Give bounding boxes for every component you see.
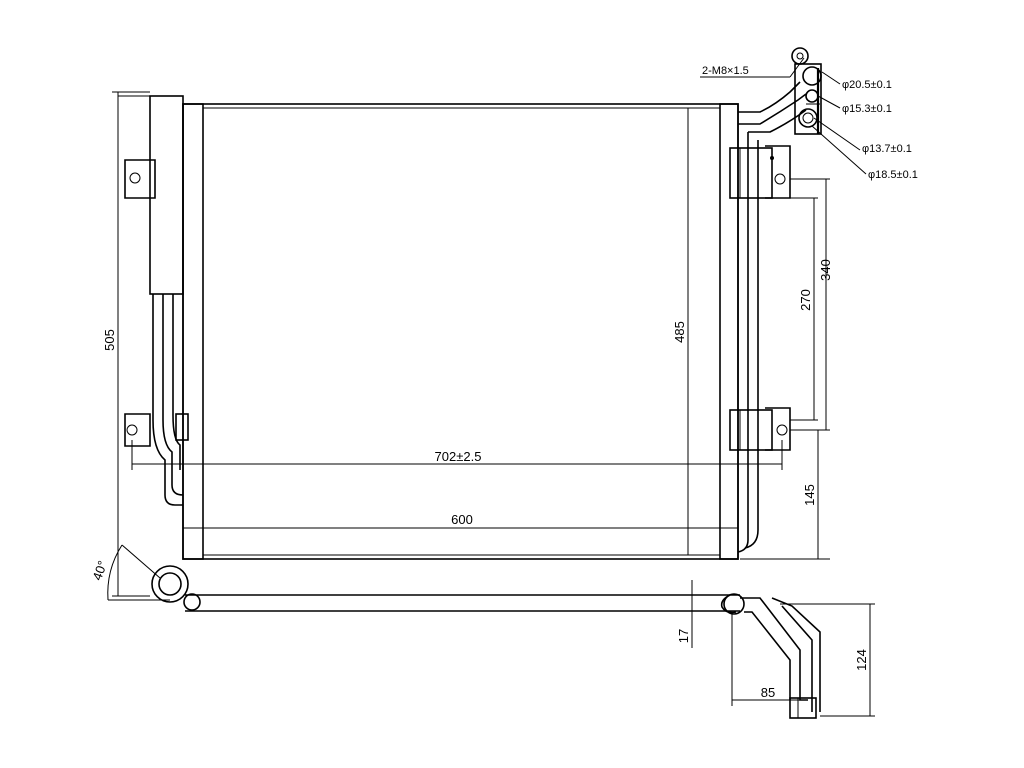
callout-dia-3: φ13.7±0.1 <box>862 143 912 155</box>
radiator-core <box>182 103 739 560</box>
dim-depth: 17 <box>676 629 691 643</box>
dim-overall-width: 702±2.5 <box>435 449 482 464</box>
dimension-labels: 505 485 702±2.5 600 340 270 145 40° 17 8… <box>89 259 869 700</box>
bottom-view <box>151 565 821 719</box>
right-piping <box>729 81 807 553</box>
left-receiver-bottle <box>118 95 189 506</box>
callout-labels: 2-M8×1.5 φ20.5±0.1 φ15.3±0.1 φ13.7±0.1 φ… <box>702 65 918 181</box>
dim-core-height: 485 <box>672 321 687 343</box>
dim-angle: 40° <box>89 559 110 583</box>
connection-block <box>791 47 822 135</box>
dim-bracket-outer: 340 <box>818 259 833 281</box>
callout-dia-1: φ20.5±0.1 <box>842 79 892 91</box>
dim-pipe-drop: 124 <box>854 649 869 671</box>
callout-leaders <box>700 57 867 175</box>
callout-thread: 2-M8×1.5 <box>702 65 749 77</box>
dim-overall-height: 505 <box>102 329 117 351</box>
callout-dia-2: φ15.3±0.1 <box>842 103 892 115</box>
dimension-lines <box>107 91 875 717</box>
callout-dia-4: φ18.5±0.1 <box>868 169 918 181</box>
dim-pipe-offset: 85 <box>761 685 775 700</box>
dim-bracket-inner: 270 <box>798 289 813 311</box>
dim-bottom-offset: 145 <box>802 484 817 506</box>
dim-core-width: 600 <box>451 512 473 527</box>
